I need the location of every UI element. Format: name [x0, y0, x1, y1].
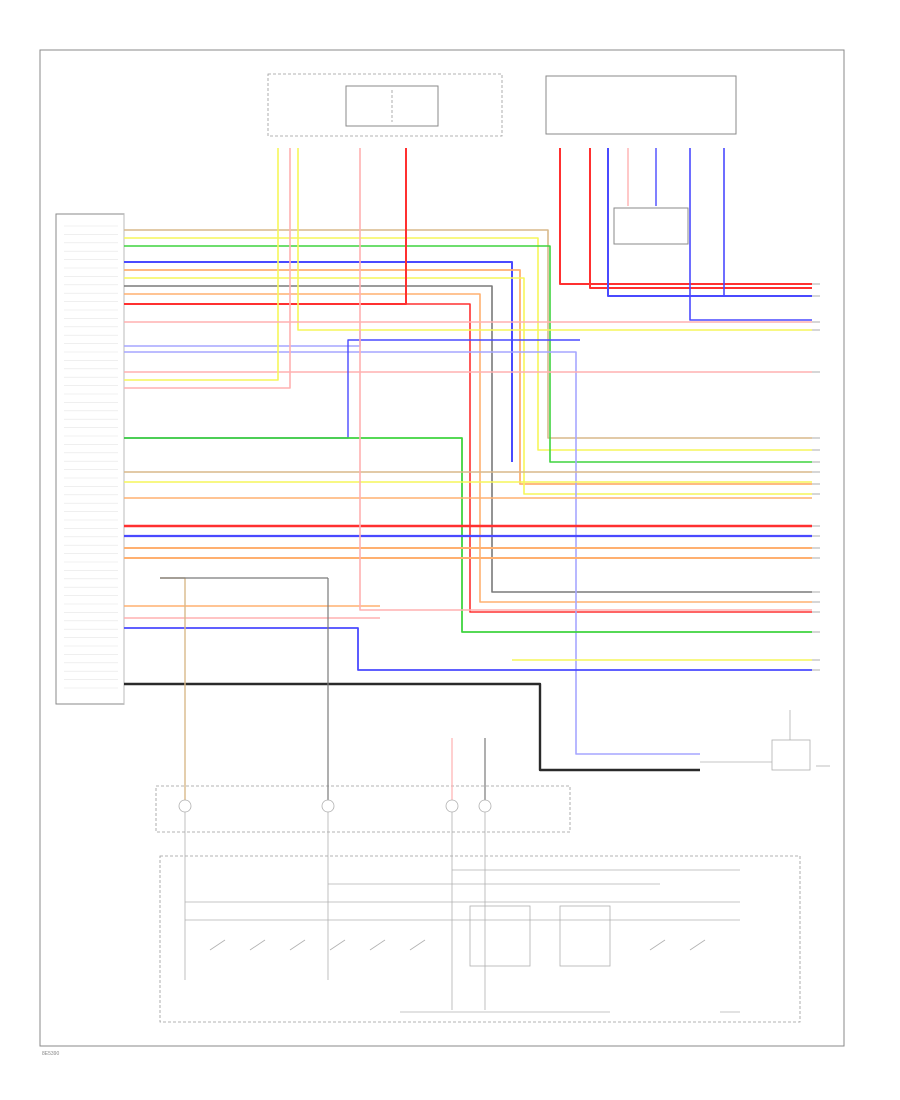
wire-pink-4 — [359, 148, 812, 611]
fuse-block — [345, 85, 439, 127]
right-wire-labels — [812, 283, 820, 671]
ground-symbol — [700, 710, 830, 771]
wire-orange-1 — [124, 269, 812, 485]
wire-red-2 — [406, 303, 812, 613]
wire-lblue-1 — [124, 330, 361, 347]
wire-group — [124, 148, 812, 800]
wire-blue-7 — [689, 148, 812, 321]
left-connector-strip — [55, 213, 125, 705]
wire-red-5 — [589, 148, 812, 289]
wire-gray-1 — [124, 285, 812, 593]
wire-lblue-2 — [124, 351, 700, 755]
bottom-module-box — [155, 785, 571, 833]
wire-blue-5 — [607, 148, 812, 297]
wire-green-1 — [124, 245, 812, 463]
wire-red-1 — [124, 148, 407, 305]
wire-blue-4 — [124, 627, 812, 671]
wire-yellow-2 — [124, 277, 812, 495]
wire-blue-1 — [124, 261, 513, 462]
controls-area-box — [159, 855, 801, 1023]
junction-box-right — [545, 75, 737, 135]
fuse-box-dashed — [267, 73, 503, 137]
wire-red-4 — [559, 148, 812, 285]
wire-black-1 — [124, 682, 700, 772]
switch-symbols — [178, 799, 740, 1013]
figure-id: 8E5390 — [42, 1051, 59, 1057]
wire-yellow-5 — [297, 148, 812, 331]
wire-yellow-3 — [124, 148, 279, 381]
connector-pin-labels — [64, 225, 118, 689]
wire-orange-2 — [124, 293, 812, 603]
diagram-frame — [39, 49, 845, 1047]
center-relay-box — [613, 207, 689, 245]
wire-tan-1 — [124, 229, 812, 439]
wire-tan-3 — [160, 577, 186, 800]
wire-yellow-1 — [124, 237, 812, 451]
wire-pink-2 — [124, 148, 291, 389]
